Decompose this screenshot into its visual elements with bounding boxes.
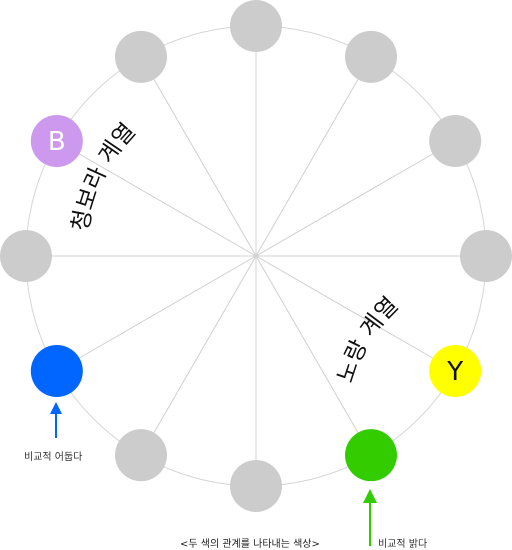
node-3-circle <box>460 230 512 282</box>
node-top-circle <box>230 0 282 52</box>
node-left <box>0 230 52 282</box>
dark-note: 비교적 어둡다 <box>24 452 83 463</box>
node-bottom <box>230 460 282 512</box>
node-blue-circle <box>30 345 83 397</box>
node-purple-letter: B <box>48 127 66 157</box>
node-yellow-circle <box>429 345 482 397</box>
node-bottom-circle <box>230 460 282 512</box>
node-11-circle <box>115 30 167 83</box>
wheel-nodes: YB <box>0 0 512 512</box>
arrows <box>50 402 377 546</box>
node-purple: B <box>30 115 83 167</box>
wheel-spokes <box>26 26 486 486</box>
node-2-circle <box>429 115 482 167</box>
node-1-circle <box>345 30 397 83</box>
node-11 <box>115 30 167 83</box>
node-2 <box>429 115 482 167</box>
node-7-circle <box>115 429 167 482</box>
node-green-circle <box>345 429 397 482</box>
node-7 <box>115 429 167 482</box>
node-3 <box>460 230 512 282</box>
caption: <두 색의 관계를 나타내는 색상> <box>180 539 320 550</box>
node-top <box>230 0 282 52</box>
bright-note: 비교적 밝다 <box>378 539 428 550</box>
node-left-circle <box>0 230 52 282</box>
node-yellow: Y <box>429 345 482 397</box>
node-blue <box>30 345 83 397</box>
dark-arrow <box>50 402 62 438</box>
node-1 <box>345 30 397 83</box>
node-yellow-letter: Y <box>446 357 463 387</box>
bright-arrow <box>363 489 377 546</box>
node-green <box>345 429 397 482</box>
spoke <box>140 56 372 456</box>
node-purple-circle <box>30 115 83 167</box>
